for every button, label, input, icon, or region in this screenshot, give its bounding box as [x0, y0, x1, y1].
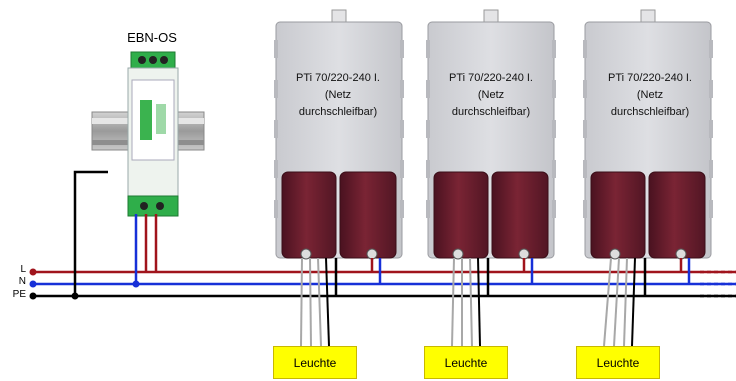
housing-rib — [274, 80, 278, 98]
terminal-block-left — [433, 171, 489, 259]
housing-rib — [274, 200, 278, 218]
ballast-model: PTi 70/220-240 I. — [608, 72, 692, 84]
screw-icon — [452, 248, 464, 260]
l-terminal-dot — [29, 268, 37, 276]
housing-rib — [709, 160, 713, 178]
housing-rib — [426, 80, 430, 98]
lamp-wire — [613, 257, 620, 347]
ballast-note: (Netz — [636, 89, 664, 101]
lamp-wire — [309, 257, 312, 347]
housing-rib — [552, 40, 556, 58]
housing-rib — [426, 160, 430, 178]
housing-rib — [709, 120, 713, 138]
ballast-bus-wires — [486, 258, 534, 296]
housing-rib — [400, 200, 404, 218]
screw-icon — [518, 248, 530, 260]
housing-rib — [709, 200, 713, 218]
terminal-block-right — [491, 171, 549, 259]
lamp-3: Leuchte — [576, 346, 660, 379]
housing-rib — [552, 120, 556, 138]
junction-dot — [71, 292, 79, 300]
screw-icon — [149, 56, 157, 64]
screw-icon — [675, 248, 687, 260]
lamp-pe-wire — [325, 257, 330, 347]
housing-rib — [583, 200, 587, 218]
screw-icon — [160, 56, 168, 64]
housing-rib — [583, 40, 587, 58]
terminal-block-left — [281, 171, 337, 259]
terminal-block-right — [648, 171, 706, 259]
ballast-note: durchschleifbar) — [451, 106, 531, 118]
ballast — [274, 9, 404, 347]
screw-icon — [366, 248, 378, 260]
ballast-note: (Netz — [324, 89, 352, 101]
ballast-bus-wires — [643, 258, 691, 296]
rail-label-l: L — [20, 264, 26, 275]
rail-label-n: N — [18, 276, 26, 287]
terminal-block-right — [339, 171, 397, 259]
bus-continuation — [700, 270, 736, 298]
lamp-wires — [300, 257, 330, 347]
housing-rib — [274, 40, 278, 58]
ballast-bus-wires — [334, 258, 382, 296]
housing-rib — [552, 80, 556, 98]
housing-rib — [583, 120, 587, 138]
screw-icon — [156, 202, 164, 210]
housing-rib — [426, 120, 430, 138]
housing-rib — [552, 200, 556, 218]
housing-rib — [583, 80, 587, 98]
ballast-model: PTi 70/220-240 I. — [296, 72, 380, 84]
lamp-wire — [300, 257, 303, 347]
lamp-wires — [603, 257, 636, 347]
ballast-label-1: PTi 70/220-240 I. (Netz durchschleifbar) — [280, 70, 396, 121]
lamp-wire — [623, 257, 628, 347]
ballast-note: (Netz — [477, 89, 505, 101]
junction-dot — [132, 280, 140, 288]
device-title: EBN-OS — [127, 30, 177, 45]
housing-rib — [552, 160, 556, 178]
housing-rib — [400, 120, 404, 138]
housing-rib — [400, 160, 404, 178]
device-feed-wires — [73, 170, 158, 296]
screw-icon — [140, 202, 148, 210]
ballast-label-2: PTi 70/220-240 I. (Netz durchschleifbar) — [433, 70, 549, 121]
ballast-note: durchschleifbar) — [298, 106, 378, 118]
screw-icon — [300, 248, 312, 260]
ballast-model: PTi 70/220-240 I. — [449, 72, 533, 84]
lamp-2: Leuchte — [424, 346, 508, 379]
lamp-1: Leuchte — [273, 346, 357, 379]
screw-icon — [138, 56, 146, 64]
housing-rib — [400, 80, 404, 98]
housing-rib — [274, 160, 278, 178]
ballast-label-3: PTi 70/220-240 I. (Netz durchschleifbar) — [592, 70, 708, 121]
housing-rib — [426, 40, 430, 58]
screw-icon — [609, 248, 621, 260]
ballast — [583, 9, 713, 347]
n-terminal-dot — [29, 280, 37, 288]
lamp-wire — [469, 257, 473, 347]
ballast-note: durchschleifbar) — [610, 106, 690, 118]
lamp-wires — [451, 257, 481, 347]
housing-rib — [274, 120, 278, 138]
lamp-wire — [603, 257, 612, 347]
housing-rib — [709, 80, 713, 98]
ebn-os-device — [127, 51, 179, 217]
lamp-pe-wire — [477, 257, 481, 347]
pe-terminal-dot — [29, 292, 37, 300]
housing-rib — [400, 40, 404, 58]
lamp-wire — [317, 257, 322, 347]
lamp-wire — [451, 257, 455, 347]
ballasts — [274, 9, 713, 347]
ballast — [426, 9, 556, 347]
housing-rib — [426, 200, 430, 218]
housing-rib — [583, 160, 587, 178]
terminal-block-left — [590, 171, 646, 259]
housing-rib — [709, 40, 713, 58]
rail-label-pe: PE — [12, 289, 26, 300]
lamp-pe-wire — [631, 257, 636, 347]
